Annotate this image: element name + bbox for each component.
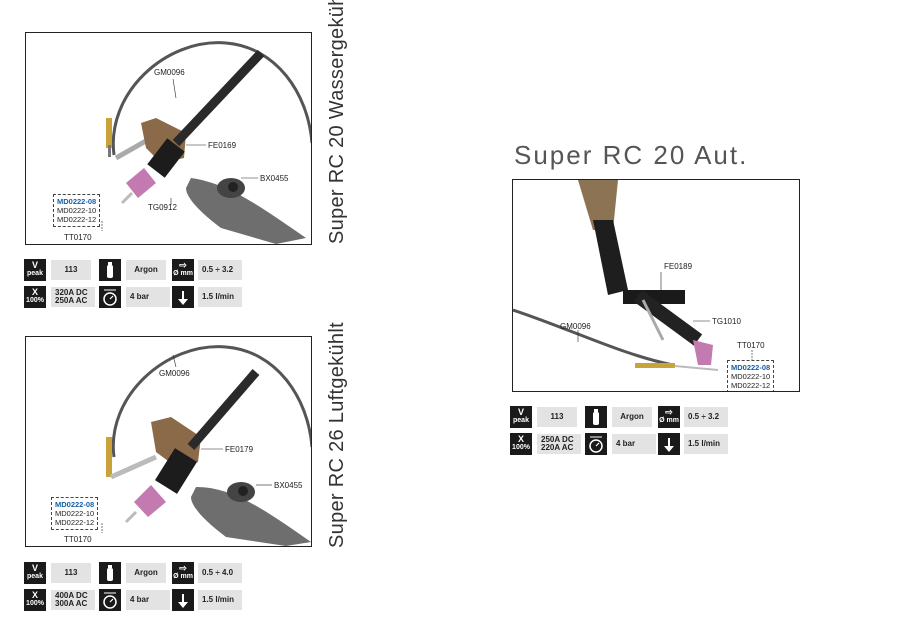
- diameter-value: 0.5 ÷ 4.0: [198, 563, 242, 583]
- product-panel-rc20-water: GM0096 FE0169 BX0455 TG0912 TT0170 MD022…: [25, 32, 312, 245]
- electrode-code-list: MD0222-08 MD0222-10 MD0222-12: [727, 360, 775, 391]
- panel-title: Super RC 20 Wassergekühlt: [326, 0, 348, 244]
- torch-illustration: [101, 41, 311, 244]
- diameter-value: 0.5 ÷ 3.2: [684, 407, 728, 427]
- code-item: MD0222-10: [57, 206, 97, 215]
- part-label-gm: GM0096: [560, 322, 591, 331]
- diameter-value: 0.5 ÷ 3.2: [198, 260, 242, 280]
- part-label-tg: TG0912: [148, 203, 177, 212]
- code-item: MD0222-12: [57, 215, 97, 224]
- part-label-tg: TG1010: [712, 317, 741, 326]
- gas-bottle-icon: [99, 259, 121, 281]
- code-item: MD0222-10: [55, 509, 95, 518]
- code-item: MD0222-08: [731, 363, 771, 372]
- torch-illustration: [513, 180, 753, 371]
- part-label-gm: GM0096: [154, 68, 185, 77]
- gas-bottle-icon: [99, 562, 121, 584]
- gas-value: Argon: [126, 260, 166, 280]
- panel-title: Super RC 20 Aut.: [514, 140, 749, 170]
- part-label-tt: TT0170: [64, 233, 92, 242]
- flow-down-arrow-icon: [172, 286, 194, 308]
- flow-value: 1.5 l/min: [198, 287, 242, 307]
- pressure-value: 4 bar: [126, 590, 170, 610]
- pressure-value: 4 bar: [612, 434, 656, 454]
- part-label-fe: FE0189: [664, 262, 693, 271]
- voltage-value: 113: [51, 260, 91, 280]
- part-label-gm: GM0096: [159, 369, 190, 378]
- flow-value: 1.5 l/min: [684, 434, 728, 454]
- gas-value: Argon: [126, 563, 166, 583]
- product-panel-rc20-auto: FE0189 TG1010 GM0096 TT0170 MD0222-08 MD…: [512, 179, 800, 392]
- gas-value: Argon: [612, 407, 652, 427]
- panel-title: Super RC 26 Luftgekühlt: [326, 322, 348, 548]
- pressure-gauge-icon: [99, 286, 121, 308]
- flow-down-arrow-icon: [658, 433, 680, 455]
- code-item: MD0222-12: [55, 518, 95, 527]
- pressure-gauge-icon: [585, 433, 607, 455]
- electrode-diameter-icon: ⇨Ø mm: [658, 406, 680, 428]
- flow-value: 1.5 l/min: [198, 590, 242, 610]
- electrode-diameter-icon: ⇨Ø mm: [172, 562, 194, 584]
- part-label-fe: FE0179: [225, 445, 254, 454]
- product-panel-rc26-air: GM0096 FE0179 BX0455 TT0170 MD0222-08 MD…: [25, 336, 312, 547]
- electrode-diameter-icon: ⇨Ø mm: [172, 259, 194, 281]
- electrode-code-list: MD0222-08 MD0222-10 MD0222-12: [53, 194, 101, 227]
- part-label-fe: FE0169: [208, 141, 237, 150]
- code-item: MD0222-10: [731, 372, 771, 381]
- electrode-code-list: MD0222-08 MD0222-10 MD0222-12: [51, 497, 99, 530]
- part-label-bx: BX0455: [274, 481, 303, 490]
- code-item: MD0222-08: [57, 197, 97, 206]
- pressure-value: 4 bar: [126, 287, 170, 307]
- flow-down-arrow-icon: [172, 589, 194, 611]
- voltage-value: 113: [51, 563, 91, 583]
- voltage-value: 113: [537, 407, 577, 427]
- code-item: MD0222-12: [731, 381, 771, 390]
- part-label-tt: TT0170: [737, 341, 765, 350]
- code-item: MD0222-08: [55, 500, 95, 509]
- gas-bottle-icon: [585, 406, 607, 428]
- part-label-tt: TT0170: [64, 535, 92, 544]
- torch-illustration: [101, 345, 311, 546]
- pressure-gauge-icon: [99, 589, 121, 611]
- part-label-bx: BX0455: [260, 174, 289, 183]
